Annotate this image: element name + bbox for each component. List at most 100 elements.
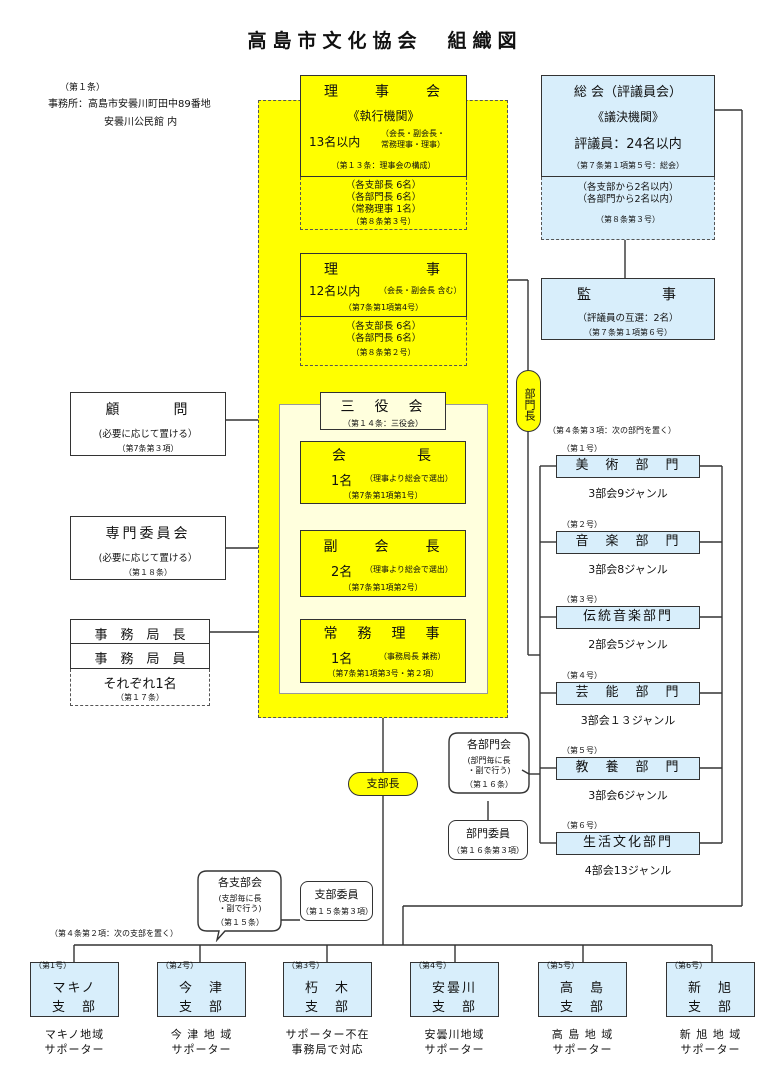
branch-head-pill: 支部長: [348, 772, 418, 796]
branch-name: 高 島: [559, 981, 605, 996]
branch-support-area: 安曇川地域: [424, 1028, 485, 1041]
branch-box: （第5号） 高 島 支 部: [538, 961, 627, 1017]
branch-support-area: 今 津 地 域: [170, 1028, 233, 1041]
assembly-sub1: （各支部から2名以内）: [577, 182, 679, 193]
department-head-pill: 部門長: [516, 370, 541, 432]
president-box: 会 長 1名 （理事より総会で選出） （第7条第1項第1号）: [300, 441, 466, 504]
branch-number: （第5号）: [542, 961, 580, 970]
vice-box: 副 会 長 2名 （理事より総会で選出） （第7条第1項第2号）: [300, 530, 466, 597]
assembly-sub-box: （各支部から2名以内） （各部門から2名以内） （第８条第３号）: [541, 177, 715, 240]
department-number: （第６号）: [562, 821, 602, 830]
vice-count: 2名: [331, 565, 353, 580]
branch-label: 支 部: [687, 1000, 733, 1015]
department-genre: 3部会6ジャンル: [588, 789, 668, 802]
branch-number: （第6号）: [670, 961, 708, 970]
advisor-article: （第7条第３項）: [117, 444, 179, 453]
assembly-sub2: （各部門から2名以内）: [577, 194, 679, 205]
secretariat-staff-box: 事 務 局 員: [70, 644, 210, 669]
assembly-sub-article: （第８条第３号）: [596, 215, 660, 224]
advisor-box: 顧 問 (必要に応じて置ける） （第7条第３項）: [70, 392, 226, 456]
address-article: （第１条）: [60, 83, 106, 93]
advisor-note: (必要に応じて置ける）: [98, 429, 198, 440]
branch-support-role: サポーター: [680, 1043, 741, 1056]
board-sub1: （各支部長 6名）: [345, 180, 422, 191]
assembly-count: 評議員：24名以内: [574, 137, 682, 152]
branch-name: 今 津: [178, 981, 224, 996]
page-title: 高島市文化協会 組織図: [247, 30, 523, 52]
auditor-title: 監 事: [577, 287, 679, 303]
managing-title: 常 務 理 事: [323, 626, 443, 642]
department-bubble-l2: ・副で行う): [467, 766, 511, 775]
branch-label: 支 部: [559, 1000, 605, 1015]
department-box: 美 術 部 門: [556, 455, 700, 478]
branch-support-area: マキノ地域: [44, 1028, 105, 1041]
branch-support-role: サポーター: [424, 1043, 485, 1056]
directors-article: （第7条第1項第4号）: [343, 303, 424, 312]
president-title: 会 長: [332, 448, 434, 464]
secretariat-staff: 事 務 局 員: [94, 652, 186, 667]
committee-article: （第１８条）: [124, 568, 172, 577]
assembly-role: 《議決機関》: [591, 110, 664, 124]
branch-box: （第3号） 朽 木 支 部: [283, 961, 372, 1017]
directors-count: 12名以内: [309, 284, 361, 298]
address-hall: 安曇川公民館 内: [104, 117, 178, 128]
board-title: 理 事 会: [324, 84, 443, 100]
board-members2: 常務理事・理事）: [381, 140, 445, 149]
branch-support-area: サポーター不在: [285, 1028, 370, 1041]
branch-member-box: 支部委員 （第１５条第３項）: [300, 881, 373, 921]
department-box: 伝統音楽部門: [556, 606, 700, 629]
directors-sub-box: （各支部長 6名） （各部門長 6名） （第８条第２号）: [300, 317, 467, 366]
department-genre: 4部会13ジャンル: [584, 864, 672, 877]
branch-label: 支 部: [178, 1000, 224, 1015]
department-member-title: 部門委員: [466, 827, 510, 840]
branch-bubble-title: 各支部会: [218, 876, 262, 889]
branch-support-role: 事務局で対応: [291, 1043, 364, 1056]
branch-number: （第3号）: [287, 961, 325, 970]
vice-note: （理事より総会で選出）: [365, 565, 453, 574]
managing-article: （第7条第1項第3号・第２項）: [327, 669, 439, 678]
managing-box: 常 務 理 事 1名 （事務局長 兼務） （第7条第1項第3号・第２項）: [300, 619, 466, 683]
branch-support-role: サポーター: [552, 1043, 613, 1056]
address-line: 事務所：高島市安曇川町田中89番地: [48, 99, 211, 110]
directors-box: 理 事 12名以内 （会長・副会長 含む） （第7条第1項第4号）: [300, 253, 467, 317]
department-bubble-title: 各部門会: [467, 738, 511, 751]
department-member-article: （第１６条第３項）: [452, 846, 524, 855]
department-bubble: [448, 732, 530, 794]
secretariat-each: それぞれ1名: [103, 677, 177, 692]
department-member-box: 部門委員 （第１６条第３項）: [448, 820, 528, 860]
president-article: （第7条第1項第1号）: [343, 491, 423, 500]
branch-member-title: 支部委員: [314, 888, 359, 901]
department-genre: 3部会9ジャンル: [588, 487, 668, 500]
branch-bubble: [197, 870, 282, 942]
department-box: 音 楽 部 門: [556, 531, 700, 554]
president-note: （理事より総会で選出）: [365, 474, 453, 483]
department-number: （第５号）: [562, 746, 602, 755]
committee-note: (必要に応じて置ける）: [98, 553, 198, 564]
directors-sub1: （各支部長 6名）: [345, 321, 422, 332]
board-sub-box: （各支部長 6名） （各部門長 6名） （常務理事 1名） （第８条第３号）: [300, 177, 467, 230]
department-bubble-l1: (部門毎に長: [467, 756, 511, 765]
committee-box: 専門委員会 (必要に応じて置ける） （第１８条）: [70, 516, 226, 580]
branch-bubble-l2: ・副で行う): [218, 904, 262, 913]
vice-article: （第7条第1項第2号）: [343, 583, 423, 592]
auditor-note: （評議員の互選：2名）: [577, 313, 679, 324]
board-members: （会長・副会長・: [381, 129, 445, 138]
assembly-box: 総 会（評議員会） 《議決機関》 評議員：24名以内 （第７条第１項第５号：総会…: [541, 75, 715, 177]
board-box: 理 事 会 《執行機関》 13名以内 （会長・副会長・ 常務理事・理事） （第１…: [300, 75, 467, 177]
department-box: 教 養 部 門: [556, 757, 700, 780]
auditor-box: 監 事 （評議員の互選：2名） （第７条第１項第６号）: [541, 278, 715, 340]
directors-note: （会長・副会長 含む）: [379, 286, 462, 295]
branch-number: （第1号）: [34, 961, 72, 970]
branch-box: （第6号） 新 旭 支 部: [666, 961, 755, 1017]
board-count: 13名以内: [309, 135, 361, 149]
president-count: 1名: [331, 474, 353, 489]
officers-box: 三 役 会 （第１４条：三役会）: [320, 392, 446, 430]
branch-label: 支 部: [304, 1000, 350, 1015]
secretariat-chief-box: 事 務 局 長: [70, 619, 210, 644]
department-genre: 3部会8ジャンル: [588, 563, 668, 576]
department-note: （第４条第３項：次の部門を置く）: [548, 426, 676, 435]
advisor-title: 顧 問: [105, 402, 191, 418]
board-role: 《執行機関》: [347, 109, 420, 123]
directors-title: 理 事: [324, 262, 443, 278]
